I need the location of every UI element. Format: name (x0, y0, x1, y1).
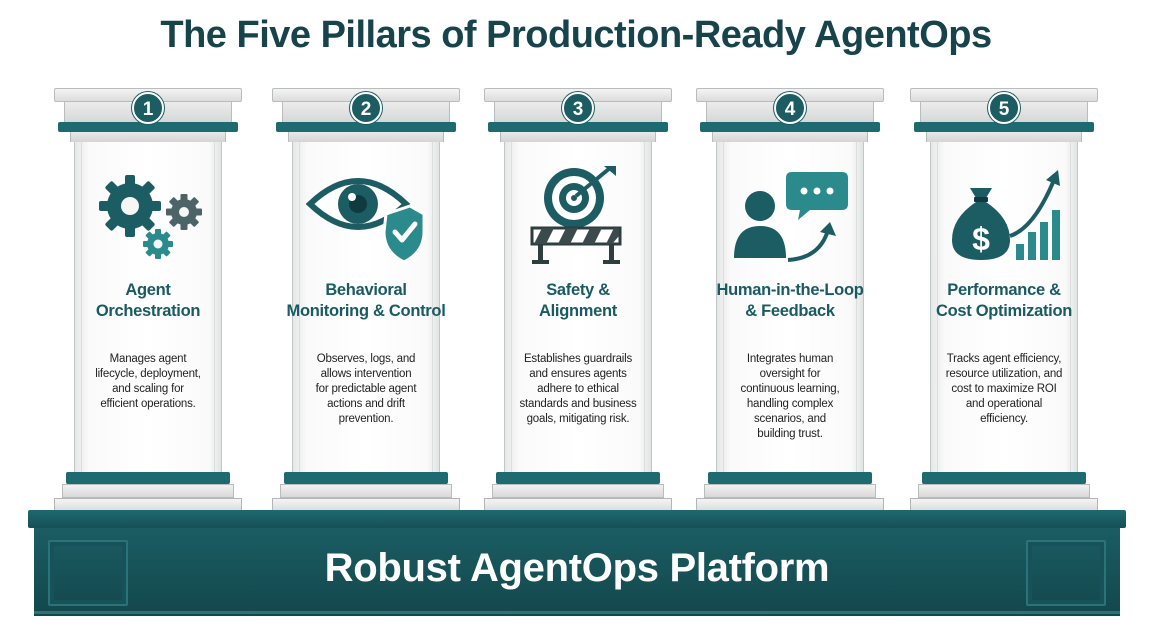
pillar-title: Performance &Cost Optimization (935, 281, 1073, 320)
pillar-description: Tracks agent efficiency,resource utiliza… (945, 353, 1063, 425)
pillar-number-badge: 5 (988, 92, 1020, 124)
svg-text:$: $ (972, 221, 990, 257)
pillar-title: Human-in-the-Loop& Feedback (716, 281, 864, 320)
pillar-number-badge: 1 (132, 92, 164, 124)
gears-icon (99, 175, 202, 259)
pillar-title: Safety &Alignment (539, 281, 617, 320)
pillar-5: 5 $ Performance &Cost Optimization Track… (908, 88, 1100, 518)
platform-base: Robust AgentOps Platform (28, 510, 1126, 620)
person-chat-icon (734, 172, 848, 262)
platform-label: Robust AgentOps Platform (324, 546, 830, 590)
pillar-number-badge: 4 (774, 92, 806, 124)
eye-shield-icon (306, 178, 426, 264)
page-title: The Five Pillars of Production-Ready Age… (160, 14, 992, 56)
target-barrier-icon (530, 166, 622, 264)
pillar-4: 4 Human-in-the-Loop& Feedback Integrates… (694, 88, 886, 518)
pillar-3: 3 Safety &Alignment Establishes guardrai… (482, 88, 674, 518)
pillar-number-badge: 3 (562, 92, 594, 124)
pillar-number-badge: 2 (350, 92, 382, 124)
money-growth-icon: $ (952, 170, 1060, 260)
pillar-1: 1 (52, 88, 244, 518)
